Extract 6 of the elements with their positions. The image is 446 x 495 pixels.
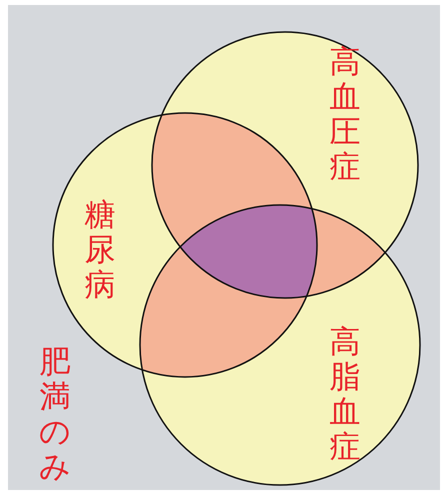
circle-label: 糖尿病 <box>84 198 116 303</box>
venn-circle <box>139 204 421 486</box>
circle-label: 高脂血症 <box>328 325 362 465</box>
circle-label: 高血圧症 <box>328 45 362 185</box>
region-label: 肥満のみ <box>38 345 72 485</box>
venn-circle <box>151 31 419 299</box>
